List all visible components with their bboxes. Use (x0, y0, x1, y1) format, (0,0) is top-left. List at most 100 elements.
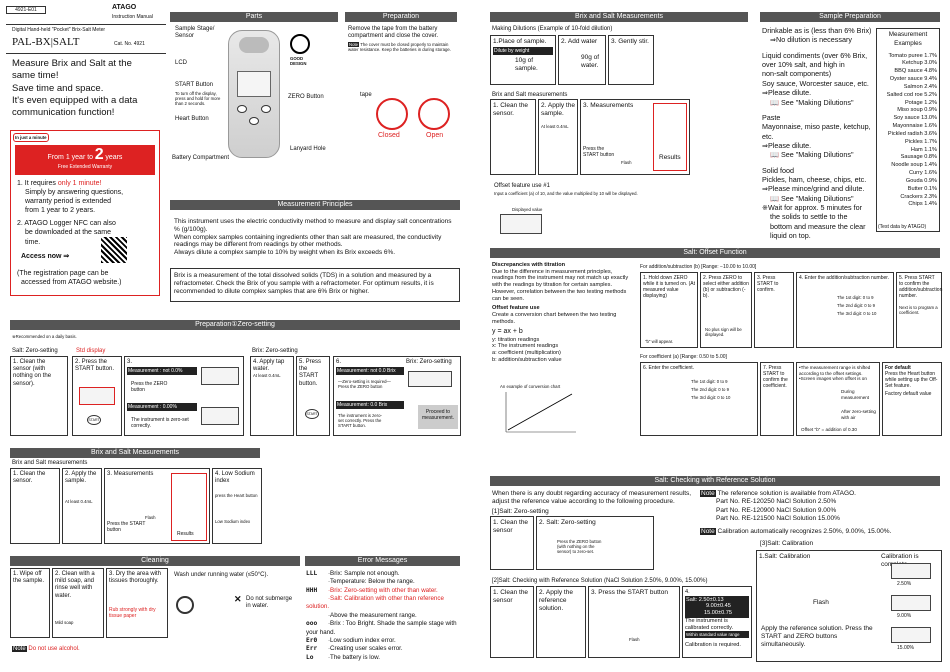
parts-battery: Battery Compartment (172, 155, 230, 161)
ref-step2-apply: 2. Apply the reference solution. (536, 586, 586, 658)
example-item: Sausage 0.8% (900, 154, 937, 161)
range-box: Salt: 2.50±0.13 9.00±0.45 15.00±0.75 (685, 595, 749, 618)
example-item: Crackers 2.3% (900, 193, 937, 200)
closed-label: Closed (378, 132, 400, 139)
parts-start-button: START Button (175, 82, 214, 88)
example-item: Mayonnaise 1.6% (892, 123, 937, 130)
prep-note: Note The cover must be closed properly t… (348, 42, 451, 53)
access-link[interactable]: Access now ⇒ (21, 253, 70, 260)
ref-step2-clean: 1. Clean the sensor (490, 586, 534, 658)
conversion-chart (505, 392, 576, 433)
errors-header: Error Messages (305, 556, 460, 566)
zero-step3: 3. Measurement : not 0.0% Press the ZERO… (124, 356, 244, 436)
test-data-note: (Test data by ATAGO) (878, 224, 927, 230)
parts-lanyard: Lanyard Hole (290, 146, 326, 152)
bs-left-step2: 2. Apply the sample.At least 0.4mL (62, 468, 102, 544)
cleaning-header: Cleaning (10, 556, 300, 566)
example-item: Ham 1.1% (910, 146, 937, 153)
example-item: Ketchup 3.0% (902, 60, 937, 67)
prep-text: Remove the tape from the battery compart… (348, 26, 439, 40)
closed-illustration (376, 98, 408, 130)
warranty-banner: From 1 year to 2 years Free Extended War… (15, 145, 155, 175)
error-item: ·Salt: Calibration with other than refer… (306, 595, 444, 611)
example-item: Potage 1.2% (904, 99, 937, 106)
ok-icon (176, 596, 194, 614)
good-design-icon (290, 34, 310, 54)
example-item: Gouda 0.9% (905, 177, 937, 184)
zero-step4: 4. Apply tap water.At least 0.4mL (250, 356, 294, 436)
offset-b-step3: 3. Press START to confirm. (754, 272, 794, 348)
ref-intro: When there is any doubt regarding accura… (492, 490, 692, 505)
offset-use-text: Input a coefficient (a) of 10, and the v… (494, 191, 638, 196)
offset-b-step5: 5. Press START to confirm the addition/s… (896, 272, 942, 348)
sample-prep-header: Sample Preparation (760, 12, 940, 22)
example-item: Noodle soup 1.4% (891, 162, 937, 169)
displayed-lcd (500, 214, 542, 234)
qr-code[interactable] (101, 237, 127, 263)
error-item: Err·Creating user scales error. (306, 645, 403, 653)
principles-text: This instrument uses the electric conduc… (174, 218, 452, 257)
clean-step2: 2. Clean with a mild soap, and rinse wel… (52, 568, 104, 638)
warranty-badge: In just a minute (13, 133, 49, 143)
error-item: ·Temperature: Below the range. (328, 578, 415, 586)
salt-zero-label: Salt: Zero-setting (12, 348, 58, 354)
proceed-box: Proceed to measurement. (418, 405, 458, 429)
zero-recommend: ※Recommended on a daily basis. (12, 334, 77, 339)
parts-sample-stage: Sample Stage/Sensor (175, 26, 215, 40)
error-item: Lo·The battery is low. (306, 653, 380, 661)
offset-a-step6: 6. Enter the coefficient. The 1st digit:… (640, 362, 758, 436)
tape-label: tape (360, 92, 372, 98)
zero-step6: 6. Brix: Zero-setting Measurement: not 0… (333, 356, 461, 436)
example-item: Salmon 2.4% (903, 83, 937, 90)
open-label: Open (426, 132, 444, 139)
error-item: ·Above the measurement range. (328, 611, 417, 619)
example-item: Oyster sauce 9.4% (889, 76, 937, 83)
parts-header: Parts (170, 12, 338, 22)
example-item: Miso soup 0.9% (897, 107, 937, 114)
bs-right-header: Brix and Salt Measurements (490, 12, 748, 22)
offset-default: For default Press the Heart button while… (882, 362, 942, 436)
example-item: Pickled radish 3.6% (887, 130, 937, 137)
bs-right-step3: 3. Measurements Press the START button F… (580, 99, 690, 175)
warranty-box: In just a minute From 1 year to 2 years … (10, 130, 160, 296)
model-name: PAL-BX|SALT (12, 36, 80, 48)
offset-a-notes: •The measurement range is shifted accord… (796, 362, 880, 436)
bs-left-header: Brix and Salt Measurements (10, 448, 260, 458)
subtitle: Digital Hand-held "Pocket" Brix-Salt Met… (12, 27, 106, 33)
ref-step2-title: [2]Salt: Checking with Reference Solutio… (492, 578, 708, 584)
preparation-header: Preparation (345, 12, 457, 22)
manual-label: Instruction Manual (112, 14, 153, 20)
open-illustration (418, 98, 450, 130)
bs-left-step1: 1. Clean the sensor. (10, 468, 60, 544)
parts-zero-button: ZERO Button (288, 94, 324, 100)
ref-header: Salt: Checking with Reference Solution (490, 476, 940, 486)
error-item: LLL·Brix: Sample not enough. (306, 570, 400, 577)
clean-step3: 3. Dry the area with tissues thoroughly.… (106, 568, 168, 638)
offset-intro: Discrepancies with titration Due to the … (492, 262, 629, 363)
registration-note: (The registration page can be accessed f… (17, 270, 122, 287)
principles-header: Measurement Principles (170, 200, 460, 210)
bs-left-step3: 3. Measurements Press the START button F… (104, 468, 210, 544)
good-design-label: GOOD DESIGN (290, 56, 307, 67)
offset-b-title: For addition/subtraction (b) [Range: −10… (640, 264, 757, 270)
cat-no: Cat. No. 4921 (114, 41, 145, 47)
ref-step1-title: [1]Salt: Zero-setting (492, 508, 549, 515)
error-item: HHH·Brix: Zero-setting with other than w… (306, 586, 438, 594)
offset-use-title: Offset feature use #1 (494, 183, 550, 189)
dilution-title: Making Dilutions (Example of 10-fold dil… (492, 26, 613, 32)
example-item: Curry 1.6% (909, 170, 937, 177)
dilution-step3: 3. Gently stir. (608, 35, 654, 85)
error-item: ooo·Brix : Too Bright. Shade the sample … (306, 620, 457, 636)
ref-parts: Note The reference solution is available… (700, 490, 892, 535)
parts-lcd: LCD (175, 60, 188, 66)
brix-note-box: Brix is a measurement of the total disso… (170, 268, 460, 302)
sample-prep-text: Drinkable as is (less than 6% Brix) ⇒No … (762, 26, 872, 241)
error-item: Er0·Low sodium index error. (306, 636, 396, 644)
warranty-items: 1. It requires only 1 minute! Simply by … (17, 180, 124, 246)
error-list: LLL·Brix: Sample not enough. ·Temperatur… (306, 570, 462, 662)
zero-step5: 5. Press the START button.START (296, 356, 330, 436)
wash-note: Wash under running water (≤50°C). (174, 572, 269, 578)
zero-step1: 1. Clean the sensor (with nothing on the… (10, 356, 68, 436)
example-item: Tomato puree 1.7% (888, 52, 937, 59)
